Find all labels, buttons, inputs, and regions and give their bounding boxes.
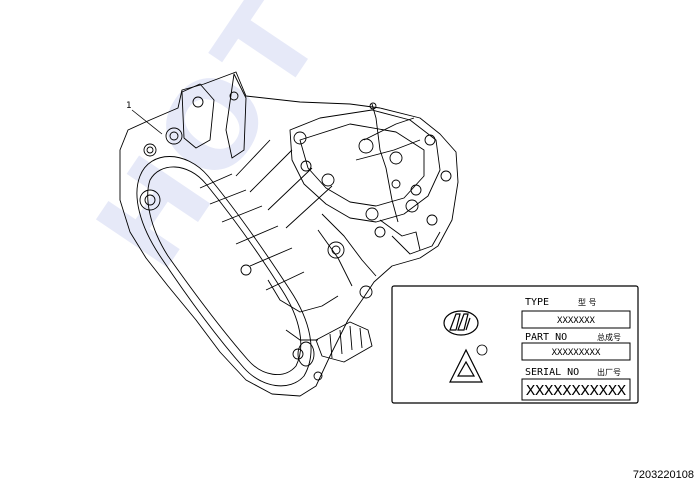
- callout-leader: [131, 109, 163, 135]
- serial-cn-label: 出厂号: [597, 367, 621, 377]
- nameplate-border: [391, 285, 639, 404]
- transmission-housing: [119, 71, 459, 397]
- type-value: XXXXXXX: [557, 316, 596, 326]
- type-value-box: [521, 310, 631, 329]
- shift-tower: [289, 109, 441, 223]
- triangle-mark: [449, 344, 488, 383]
- drawing-number: 7203220108: [632, 469, 694, 481]
- nameplate-text: TYPE 型 号 XXXXXXX PART NO 总成号 XXXXXXXXX S…: [525, 297, 626, 399]
- bolts: [139, 91, 452, 381]
- part-value-box: [521, 342, 631, 361]
- nameplate: [391, 285, 639, 404]
- serial-label: SERIAL NO: [525, 367, 579, 378]
- brand-logo: [443, 310, 479, 336]
- part-label: PART NO: [525, 332, 567, 343]
- serial-value: XXXXXXXXXXX: [526, 384, 626, 399]
- housing-ribs: [199, 139, 333, 291]
- bell-housing: [136, 156, 312, 387]
- part-cn-label: 总成号: [597, 332, 621, 342]
- release-bearing: [297, 321, 373, 367]
- type-cn-label: 型 号: [578, 298, 597, 307]
- type-label: TYPE: [525, 297, 549, 308]
- serial-value-box: [521, 378, 631, 401]
- transmission-assembly: [119, 71, 459, 397]
- part-value: XXXXXXXXX: [552, 348, 601, 358]
- callout-label: 1: [126, 101, 132, 111]
- shift-levers: [355, 102, 421, 251]
